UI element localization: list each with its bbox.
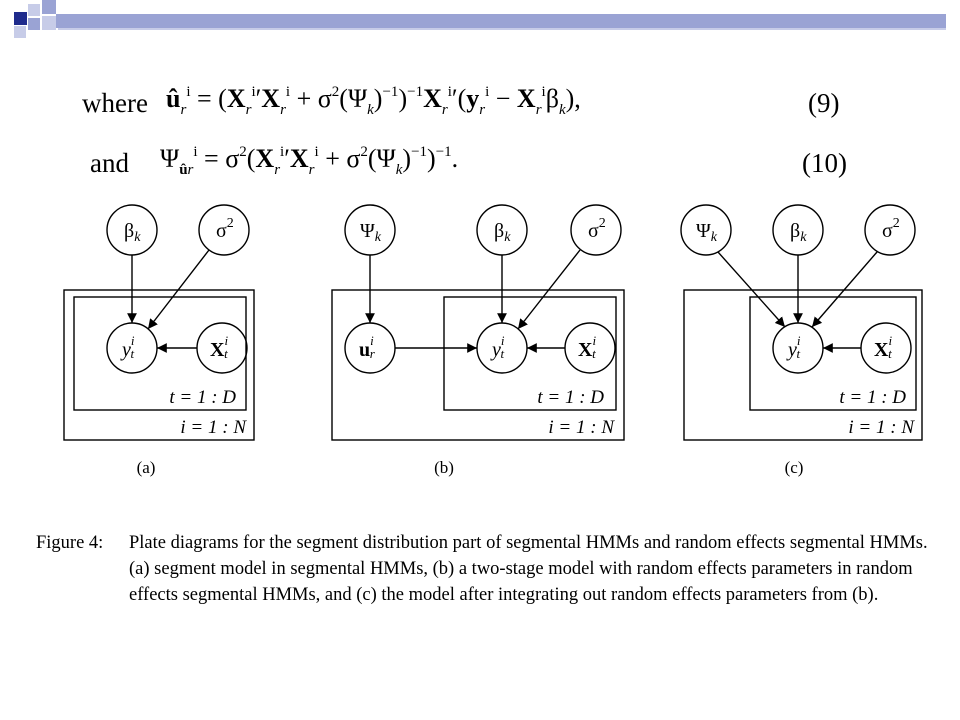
panel-b-psi-label: Ψ: [360, 220, 375, 242]
panel-c-outer-plate-label: i = 1 : N: [848, 417, 915, 438]
panel-c: [680, 204, 923, 441]
eq10-formula: Ψûri = σ2(Xri′Xri + σ2(Ψk)−1)−1.: [160, 144, 459, 178]
panel-b-x-label: X: [578, 339, 593, 361]
panel-a-beta-label: β: [124, 220, 134, 242]
panel-b-y-label: y: [490, 339, 501, 361]
equation-9: where ûri = (Xri′Xri + σ2(Ψk)−1)−1Xri′(y…: [0, 78, 960, 138]
panel-b-outer-plate-label: i = 1 : N: [548, 417, 615, 438]
panel-b: [331, 204, 625, 441]
panel-b-beta-label: β: [494, 220, 504, 242]
svg-text:βk: βk: [124, 220, 141, 245]
panel-c-outer-plate: [683, 289, 923, 441]
figure-caption-text: Plate diagrams for the segment distribut…: [129, 533, 928, 605]
svg-text:σ2: σ2: [216, 216, 234, 242]
panel-c-beta-label: β: [790, 220, 800, 242]
panel-a-x-label: X: [210, 339, 225, 361]
panel-a-sigma-label: σ: [216, 220, 227, 242]
svg-text:yit: yit: [120, 333, 135, 361]
svg-text:Xit: Xit: [578, 333, 596, 361]
eq9-formula: ûri = (Xri′Xri + σ2(Ψk)−1)−1Xri′(yri − X…: [166, 84, 581, 118]
svg-text:βk: βk: [494, 220, 511, 245]
svg-text:Xit: Xit: [210, 333, 228, 361]
panel-b-sigma-label: σ: [588, 220, 599, 242]
svg-text:Ψk: Ψk: [696, 220, 718, 245]
panel-a-inner-plate-label: t = 1 : D: [169, 387, 236, 408]
eq9-number: (9): [808, 88, 840, 118]
svg-text:Ψk: Ψk: [360, 220, 382, 245]
panel-b-caption: (b): [434, 458, 454, 477]
panel-c-edge-psi-y: [717, 251, 786, 328]
eq10-number: (10): [802, 148, 847, 178]
panel-a-outer-plate-label: i = 1 : N: [180, 417, 247, 438]
slide-decoration: [14, 0, 946, 38]
svg-text:σ2: σ2: [588, 216, 606, 242]
eq10-word: and: [90, 148, 129, 178]
panel-b-u-label: u: [359, 339, 370, 361]
panel-b-inner-plate: [443, 296, 617, 411]
panel-c-inner-plate-label: t = 1 : D: [839, 387, 906, 408]
panel-a-caption: (a): [137, 458, 156, 477]
panel-c-psi-node: [680, 204, 732, 256]
panel-b-edge-sigma-y: [517, 249, 581, 330]
svg-text:uir: uir: [359, 333, 376, 361]
panel-a-outer-plate: [63, 289, 255, 441]
svg-text:yit: yit: [490, 333, 505, 361]
panel-c-y-label: y: [786, 339, 797, 361]
panel-a-sigma-node: [198, 204, 250, 256]
panel-c-inner-plate: [749, 296, 917, 411]
panel-c-sigma-node: [864, 204, 916, 256]
panel-a-edge-sigma-y: [147, 249, 210, 330]
panel-c-caption: (c): [785, 458, 804, 477]
panel-b-outer-plate: [331, 289, 625, 441]
equation-10: and Ψûri = σ2(Xri′Xri + σ2(Ψk)−1)−1. (10…: [0, 138, 960, 198]
panel-b-sigma-node: [570, 204, 622, 256]
panel-c-sigma-label: σ: [882, 220, 893, 242]
svg-text:βk: βk: [790, 220, 807, 245]
panel-c-psi-label: Ψ: [696, 220, 711, 242]
panel-c-x-label: X: [874, 339, 889, 361]
figure-caption-label: Figure 4:: [36, 533, 104, 553]
svg-text:σ2: σ2: [882, 216, 900, 242]
eq9-word: where: [82, 88, 148, 118]
panel-a-y-label: y: [120, 339, 131, 361]
panel-a: [63, 204, 255, 441]
panel-c-edge-sigma-y: [811, 251, 878, 328]
svg-text:yit: yit: [786, 333, 801, 361]
panel-b-inner-plate-label: t = 1 : D: [537, 387, 604, 408]
svg-text:Xit: Xit: [874, 333, 892, 361]
